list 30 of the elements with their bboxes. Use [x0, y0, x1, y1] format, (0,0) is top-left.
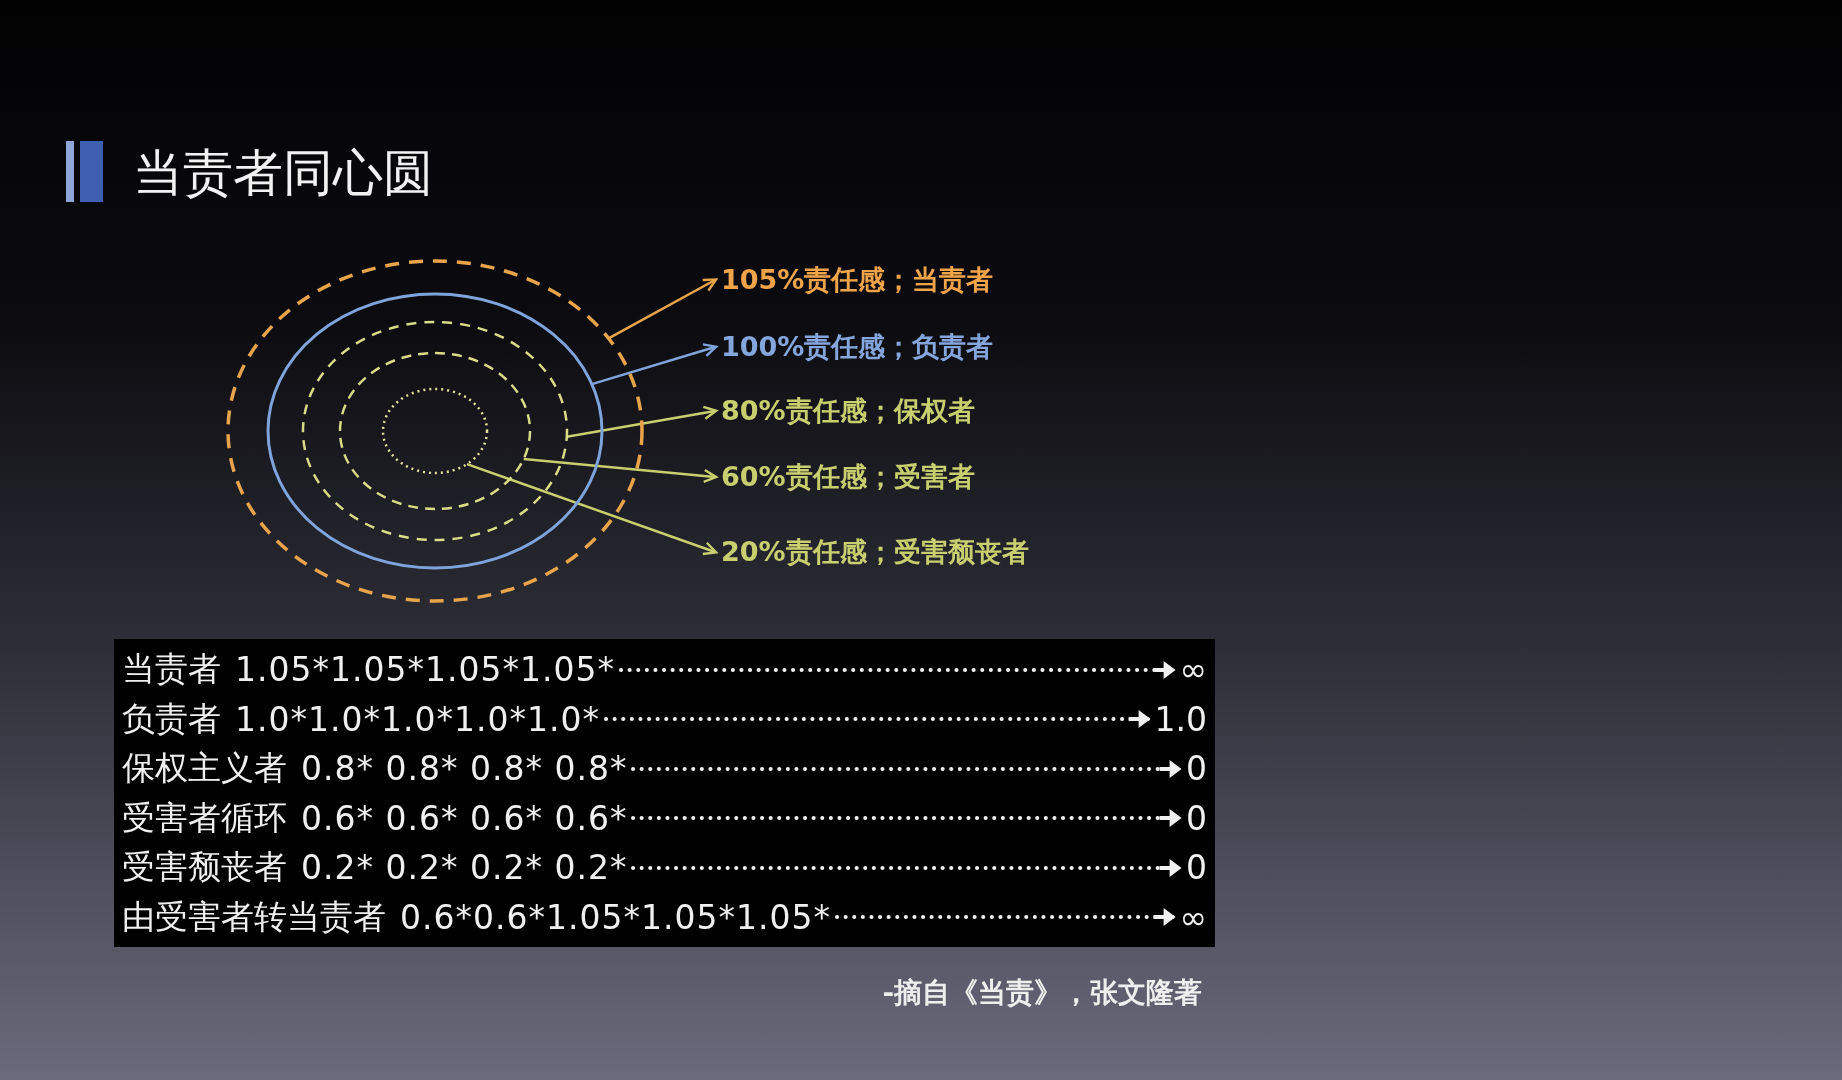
formula-text: 1.0*1.0*1.0*1.0*1.0* [235, 699, 600, 739]
formula-text: 0.6* 0.6* 0.6* 0.6* [301, 798, 628, 838]
formula-text: 0.2* 0.2* 0.2* 0.2* [301, 848, 628, 888]
source-caption: -摘自《当责》，张文隆著 [882, 975, 1202, 1011]
limit-value: ∞ [1179, 650, 1207, 690]
limit-value: ∞ [1179, 897, 1207, 937]
row-name: 当责者 [122, 648, 221, 691]
formula-text: 0.6*0.6*1.05*1.05*1.05* [400, 897, 831, 937]
limit-value: 0 [1186, 749, 1207, 789]
ring-label: 80%责任感；保权者 [721, 393, 975, 429]
arrow [608, 278, 718, 340]
ring-label: 20%责任感；受害颓丧者 [721, 534, 1029, 570]
formula-text: 0.8* 0.8* 0.8* 0.8* [301, 749, 628, 789]
arrow [591, 343, 718, 386]
row-name: 受害颓丧者 [122, 846, 287, 889]
limit-value: 0 [1186, 848, 1207, 888]
ring-label: 100%责任感；负责者 [721, 329, 994, 365]
slide-title: 当责者同心圆 [133, 143, 433, 204]
arrow [566, 405, 718, 438]
row-name: 受害者循环 [122, 796, 287, 839]
row-name: 由受害者转当责者 [122, 895, 386, 938]
row-name: 负责者 [122, 697, 221, 740]
limit-value: 0 [1186, 798, 1207, 838]
arrow [523, 457, 718, 484]
ring-label: 105%责任感；当责者 [721, 262, 994, 298]
formula-text: 1.05*1.05*1.05*1.05* [235, 650, 615, 690]
arrow [466, 462, 718, 556]
row-name: 保权主义者 [122, 747, 287, 790]
ring-label: 60%责任感；受害者 [721, 459, 975, 495]
limit-value: 1.0 [1154, 699, 1207, 739]
